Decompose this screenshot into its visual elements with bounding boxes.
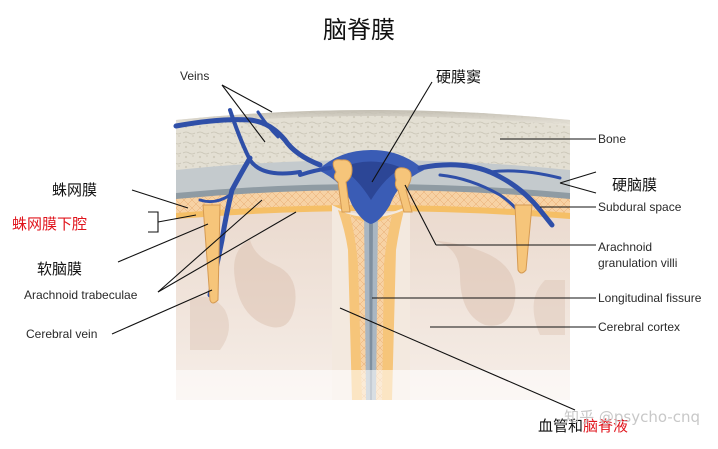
label-subdural-space: Subdural space (598, 200, 682, 214)
label-dura-mater: 硬脑膜 (612, 176, 658, 194)
label-dural-sinus: 硬膜窦 (436, 68, 482, 86)
label-csf: 脑脊液 (583, 417, 629, 435)
bone-shape (176, 110, 570, 170)
page-title: 脑脊膜 (323, 16, 395, 44)
longitudinal-fissure-shape (332, 205, 410, 400)
leader-lines (111, 81, 597, 411)
label-bone: Bone (598, 132, 627, 146)
label-cerebral-cortex: Cerebral cortex (598, 320, 681, 334)
label-cerebral-vein: Cerebral vein (26, 327, 98, 341)
arachnoid-granulation-shapes (332, 159, 413, 213)
cerebral-vein-tubes (202, 204, 533, 304)
label-veins: Veins (180, 69, 210, 83)
label-arachnoid-trabeculae: Arachnoid trabeculae (24, 288, 138, 302)
label-longitudinal-fissure: Longitudinal fissure (598, 291, 702, 305)
label-vessels-and: 血管和 (538, 417, 584, 435)
watermark: 知乎 @psycho-cnq (564, 408, 700, 426)
label-arachnoid-granulation-1: Arachnoid (598, 240, 653, 254)
label-pia-mater: 软脑膜 (37, 260, 83, 278)
label-vessels-and-csf: 血管和脑脊液 (538, 415, 628, 436)
label-arachnoid-mater: 蛛网膜 (52, 181, 98, 199)
label-arachnoid-granulation-2: granulation villi (598, 256, 678, 270)
label-subarachnoid-space: 蛛网膜下腔 (12, 215, 88, 233)
